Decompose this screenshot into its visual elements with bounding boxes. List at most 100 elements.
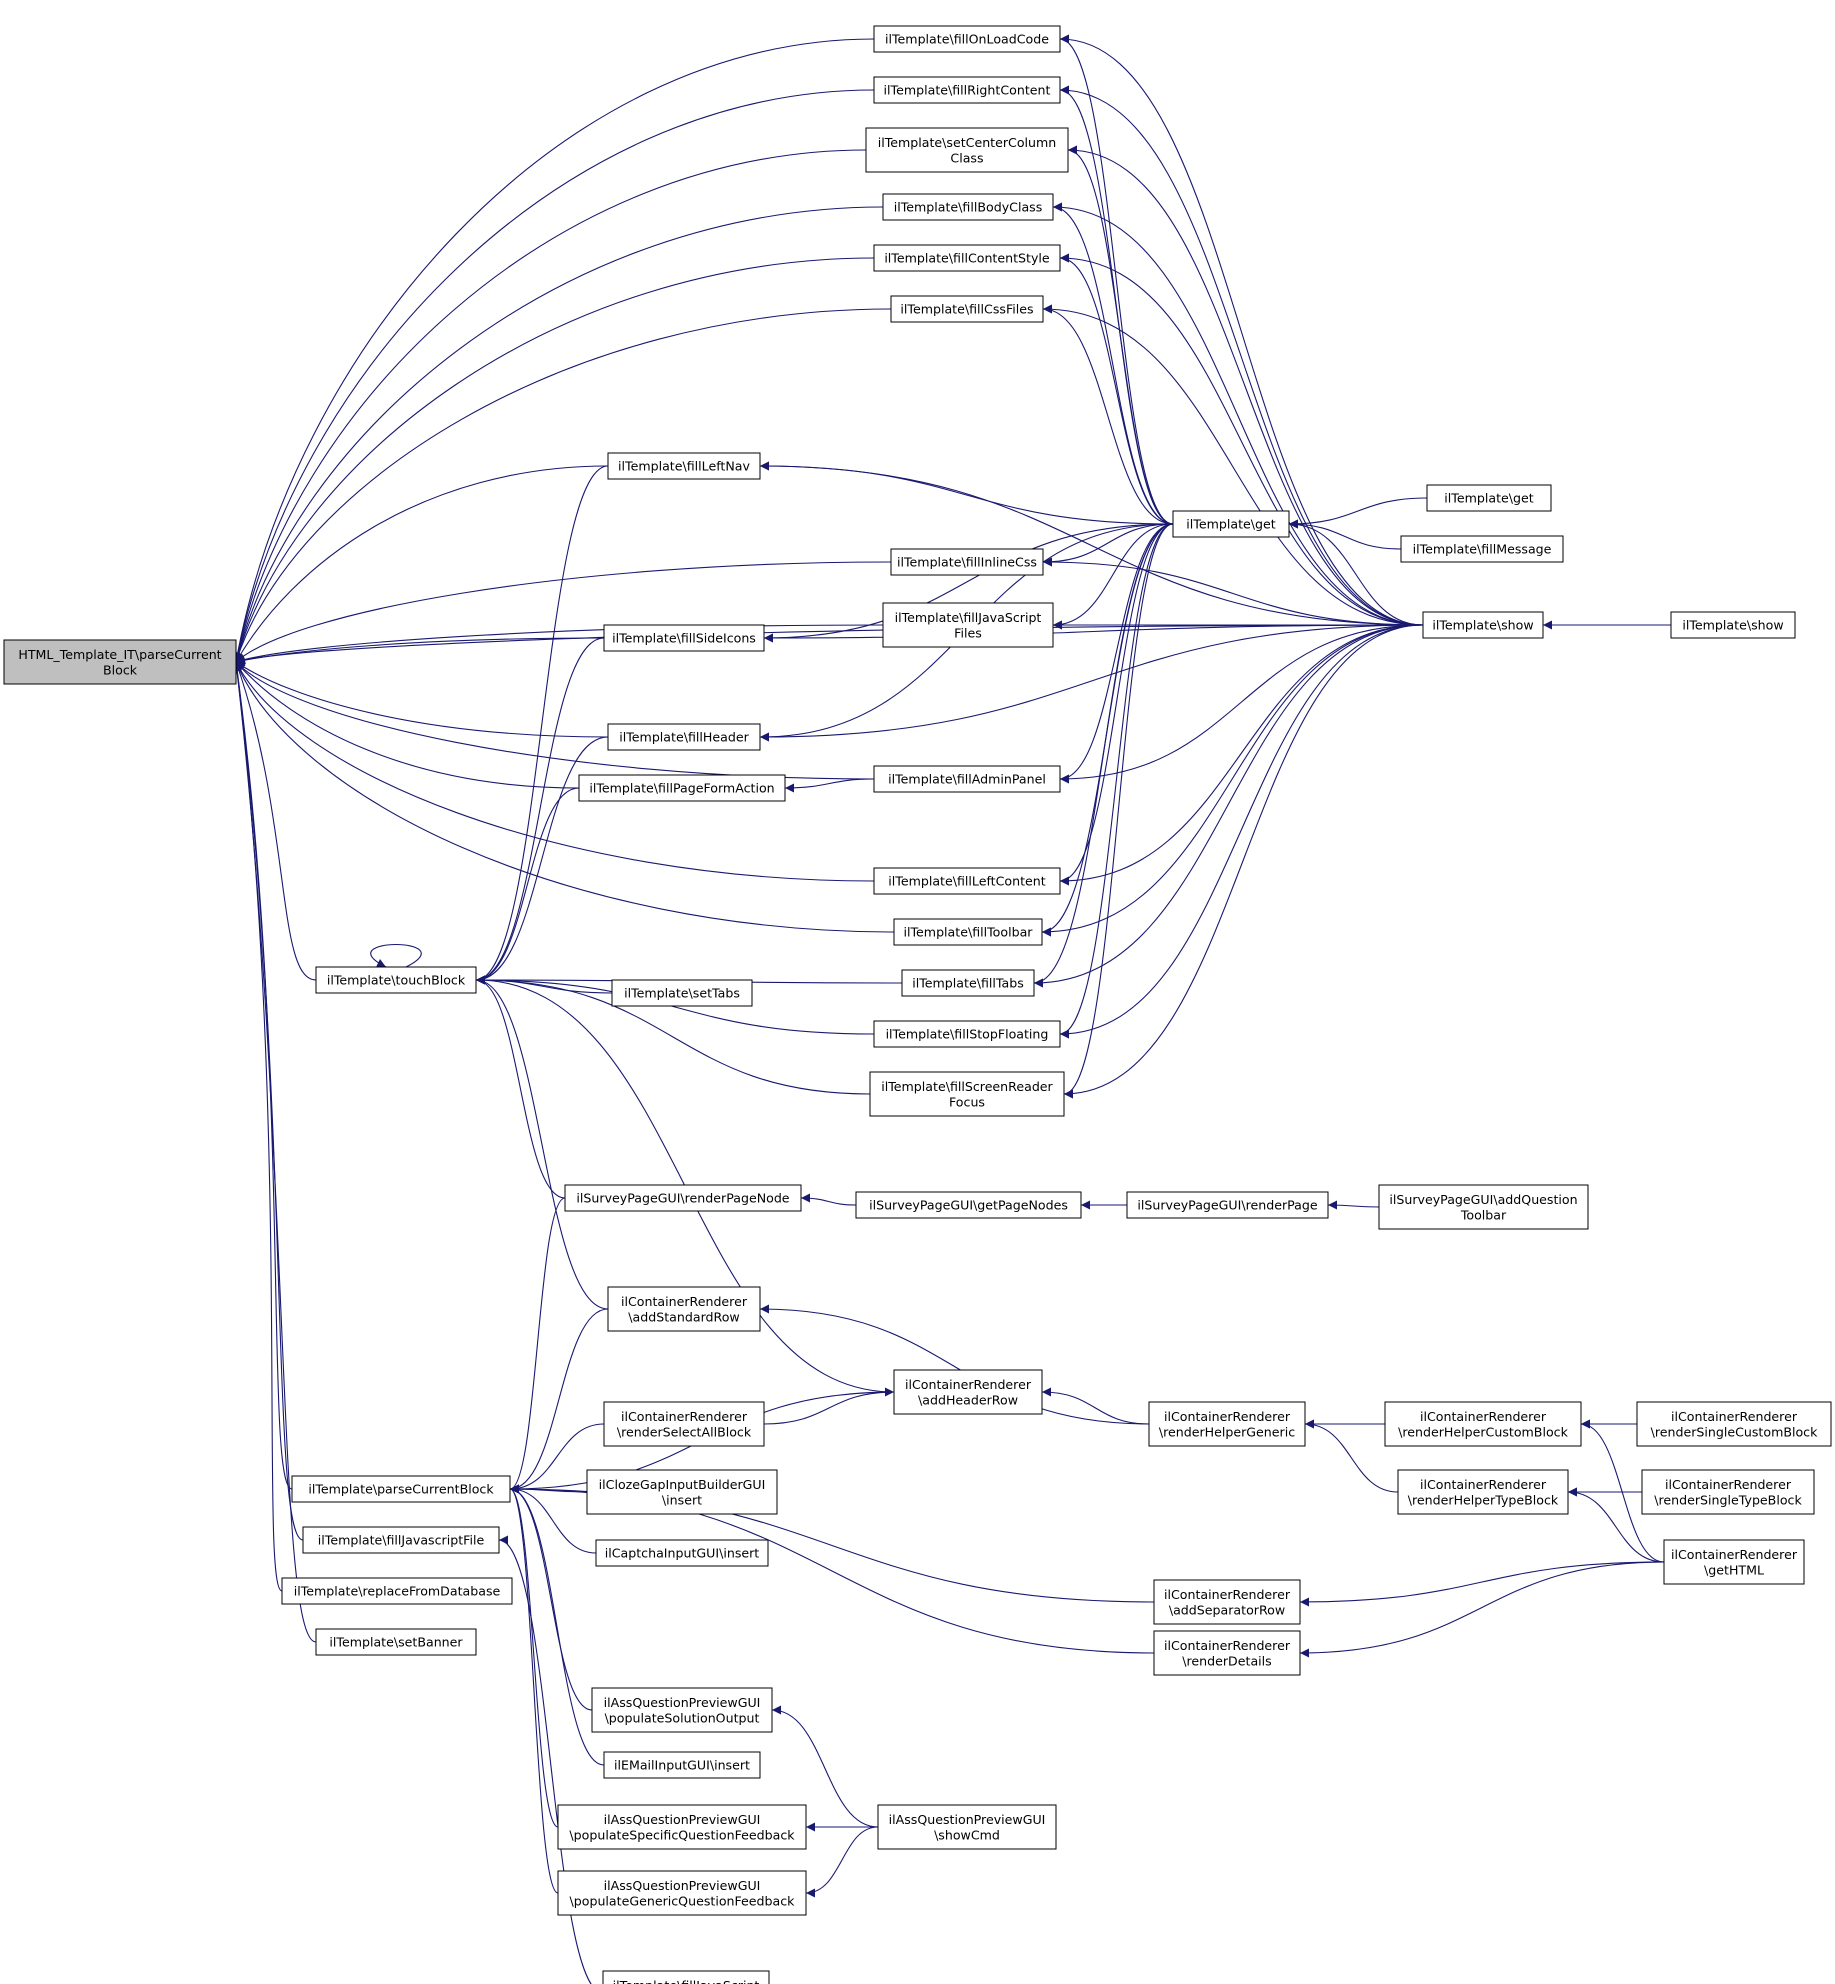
call-node[interactable]: ilTemplate\fillContentStyle — [873, 244, 1061, 272]
call-node[interactable]: ilAssQuestionPreviewGUI\populateGenericQ… — [557, 1870, 807, 1916]
call-node[interactable]: ilContainerRenderer\renderSingleTypeBloc… — [1641, 1469, 1815, 1515]
call-node[interactable]: ilContainerRenderer\renderDetails — [1153, 1630, 1301, 1676]
call-node[interactable]: ilEMailInputGUI\insert — [603, 1751, 761, 1779]
node-label: \renderHelperCustomBlock — [1398, 1424, 1568, 1439]
call-node[interactable]: ilAssQuestionPreviewGUI\populateSpecific… — [557, 1804, 807, 1850]
call-node[interactable]: ilContainerRenderer\addSeparatorRow — [1153, 1579, 1301, 1625]
node-label: ilTemplate\fillMessage — [1413, 542, 1552, 557]
node-label: ilTemplate\fillJavaScript — [613, 1978, 760, 1984]
call-node[interactable]: ilTemplate\touchBlock — [315, 966, 477, 994]
node-label: ilTemplate\fillToolbar — [904, 925, 1034, 940]
call-node[interactable]: ilTemplate\fillCssFiles — [890, 295, 1044, 323]
call-node[interactable]: ilTemplate\fillJavascriptFile — [302, 1526, 500, 1554]
node-box — [1153, 1630, 1301, 1676]
node-box — [591, 1687, 773, 1733]
node-label: ilTemplate\setBanner — [329, 1635, 463, 1650]
call-node[interactable]: ilSurveyPageGUI\getPageNodes — [855, 1191, 1082, 1219]
node-label: ilContainerRenderer — [1164, 1587, 1291, 1602]
node-label: \populateGenericQuestionFeedback — [570, 1893, 796, 1908]
node-label: ilTemplate\fillSideIcons — [612, 631, 756, 646]
node-label: \populateSpecificQuestionFeedback — [569, 1827, 795, 1842]
call-node[interactable]: ilTemplate\replaceFromDatabase — [281, 1577, 513, 1605]
call-node[interactable]: ilTemplate\fillBodyClass — [882, 193, 1054, 221]
call-node[interactable]: ilTemplate\fillTabs — [901, 969, 1035, 997]
edge-n20-n0 — [235, 661, 895, 933]
edge-n2-n0 — [233, 89, 875, 663]
node-label: ilTemplate\fillBodyClass — [894, 200, 1043, 215]
call-node[interactable]: ilTemplate\fillLeftNav — [607, 452, 761, 480]
edge-n45-n0 — [232, 661, 317, 1643]
call-node[interactable]: ilTemplate\fillHeader — [607, 723, 761, 751]
node-label: ilContainerRenderer — [621, 1294, 748, 1309]
node-label: ilClozeGapInputBuilderGUI — [599, 1477, 766, 1492]
call-node[interactable]: ilTemplate\setTabs — [611, 979, 753, 1007]
call-node[interactable]: ilTemplate\fillLeftContent — [873, 867, 1061, 895]
node-label: ilTemplate\get — [1444, 491, 1533, 506]
call-node[interactable]: ilContainerRenderer\renderHelperCustomBl… — [1384, 1401, 1582, 1447]
call-node[interactable]: ilTemplate\fillToolbar — [893, 918, 1043, 946]
call-node[interactable]: ilSurveyPageGUI\renderPageNode — [564, 1184, 802, 1212]
call-node[interactable]: ilTemplate\fillSideIcons — [603, 624, 765, 652]
call-node[interactable]: ilContainerRenderer\addStandardRow — [607, 1286, 761, 1332]
node-label: ilTemplate\fillRightContent — [884, 83, 1051, 98]
call-node[interactable]: ilTemplate\get — [1426, 484, 1552, 512]
focus-node[interactable]: HTML_Template_IT\parseCurrentBlock — [3, 639, 237, 685]
edge-n8-n18 — [1059, 523, 1174, 784]
edge-n30-n39 — [509, 1308, 609, 1494]
call-node[interactable]: ilAssQuestionPreviewGUI\showCmd — [877, 1804, 1057, 1850]
call-node[interactable]: ilTemplate\fillPageFormAction — [578, 774, 786, 802]
node-label: ilContainerRenderer — [1671, 1409, 1798, 1424]
node-label: ilTemplate\replaceFromDatabase — [294, 1584, 501, 1599]
node-box — [893, 918, 1043, 946]
node-label: ilTemplate\show — [1682, 618, 1783, 633]
node-box — [3, 639, 237, 685]
edge-n38-n36 — [1567, 1487, 1665, 1563]
call-node[interactable]: ilTemplate\fillInlineCss — [890, 548, 1044, 576]
edge-n29-n28 — [1327, 1200, 1380, 1210]
call-node[interactable]: ilContainerRenderer\addHeaderRow — [893, 1369, 1043, 1415]
call-node[interactable]: ilContainerRenderer\getHTML — [1663, 1539, 1805, 1585]
call-node[interactable]: ilTemplate\fillOnLoadCode — [873, 25, 1061, 53]
call-node[interactable]: ilTemplate\setBanner — [315, 1628, 477, 1656]
edge-n42-n39 — [509, 1484, 597, 1554]
node-label: ilSurveyPageGUI\getPageNodes — [869, 1198, 1068, 1213]
node-label: \renderDetails — [1182, 1653, 1271, 1668]
call-node[interactable]: ilTemplate\fillAdminPanel — [873, 765, 1061, 793]
edge-n38-n44 — [1299, 1561, 1665, 1607]
edge-n21-n21 — [370, 944, 422, 968]
node-label: ilSurveyPageGUI\addQuestion — [1389, 1192, 1577, 1207]
call-node[interactable]: ilTemplate\show — [1670, 611, 1796, 639]
node-label: ilTemplate\fillInlineCss — [897, 555, 1037, 570]
call-node[interactable]: ilClozeGapInputBuilderGUI\insert — [586, 1469, 778, 1515]
node-label: \addStandardRow — [628, 1309, 739, 1324]
call-node[interactable]: ilContainerRenderer\renderSelectAllBlock — [603, 1401, 765, 1447]
call-node[interactable]: ilTemplate\fillRightContent — [873, 76, 1061, 104]
edge-n13-n11 — [1042, 557, 1424, 626]
edge-n13-n4 — [1052, 202, 1424, 626]
call-node[interactable]: ilTemplate\get — [1172, 510, 1290, 538]
node-label: ilTemplate\fillCssFiles — [900, 302, 1033, 317]
node-label: ilContainerRenderer — [1420, 1477, 1547, 1492]
node-box — [890, 548, 1044, 576]
edge-n43-n0 — [232, 661, 283, 1592]
call-node[interactable]: ilTemplate\parseCurrentBlock — [291, 1475, 511, 1503]
edge-n7-n21 — [475, 465, 609, 985]
call-node[interactable]: ilCaptchaInputGUI\insert — [595, 1539, 769, 1567]
call-node[interactable]: ilTemplate\fillStopFloating — [873, 1020, 1061, 1048]
call-node[interactable]: ilTemplate\show — [1422, 611, 1544, 639]
node-box — [607, 452, 761, 480]
call-node[interactable]: ilTemplate\fillMessage — [1400, 535, 1564, 563]
edge-n51-n39 — [509, 1484, 559, 1894]
call-node[interactable]: ilSurveyPageGUI\renderPage — [1126, 1191, 1329, 1219]
node-label: ilContainerRenderer — [621, 1409, 748, 1424]
call-node[interactable]: ilContainerRenderer\renderHelperTypeBloc… — [1397, 1469, 1569, 1515]
call-node[interactable]: ilContainerRenderer\renderSingleCustomBl… — [1636, 1401, 1832, 1447]
call-node[interactable]: ilContainerRenderer\renderHelperGeneric — [1148, 1401, 1306, 1447]
call-node[interactable]: ilAssQuestionPreviewGUI\populateSolution… — [591, 1687, 773, 1733]
node-label: \addHeaderRow — [918, 1392, 1018, 1407]
